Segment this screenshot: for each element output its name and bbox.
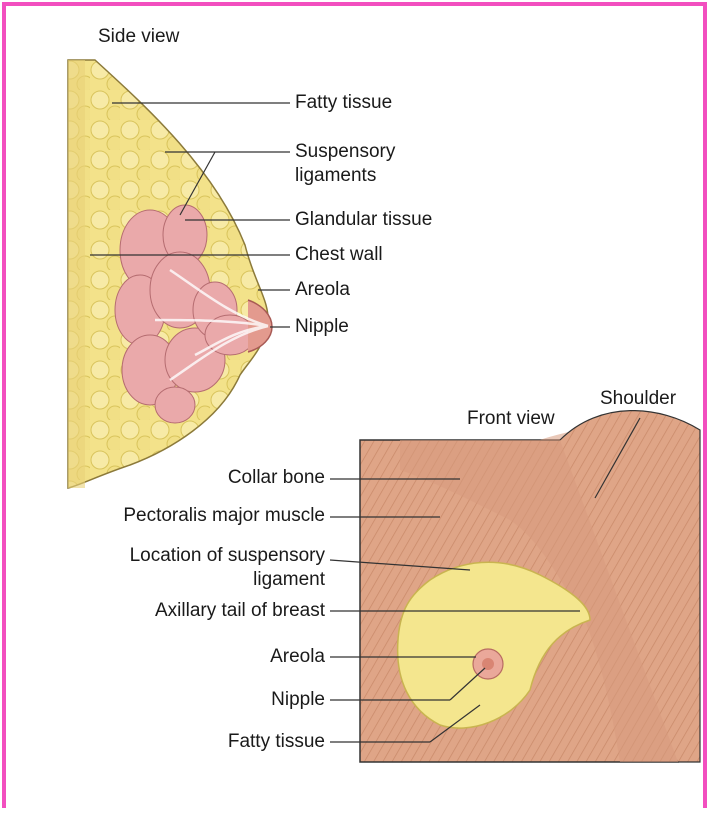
label-collar-bone: Collar bone (228, 467, 325, 489)
label-areola-front: Areola (270, 646, 325, 668)
label-fatty-tissue-front: Fatty tissue (228, 731, 325, 753)
label-suspensory-1: Suspensory (295, 141, 395, 163)
label-fatty-tissue-side: Fatty tissue (295, 92, 392, 114)
label-nipple-side: Nipple (295, 316, 349, 338)
label-nipple-front: Nipple (271, 689, 325, 711)
label-suspensory-2: ligaments (295, 165, 376, 187)
label-glandular-tissue: Glandular tissue (295, 209, 432, 231)
label-shoulder: Shoulder (600, 388, 676, 410)
label-location-suspensory-2: ligament (253, 569, 325, 591)
front-view-title: Front view (467, 408, 555, 430)
side-view-title: Side view (98, 26, 179, 48)
front-view-panel (360, 411, 700, 762)
label-location-suspensory-1: Location of suspensory (130, 545, 325, 567)
label-axillary-tail: Axillary tail of breast (155, 600, 325, 622)
side-view-breast (68, 60, 272, 488)
label-chest-wall: Chest wall (295, 244, 383, 266)
label-areola-side: Areola (295, 279, 350, 301)
label-pectoralis: Pectoralis major muscle (123, 505, 325, 527)
